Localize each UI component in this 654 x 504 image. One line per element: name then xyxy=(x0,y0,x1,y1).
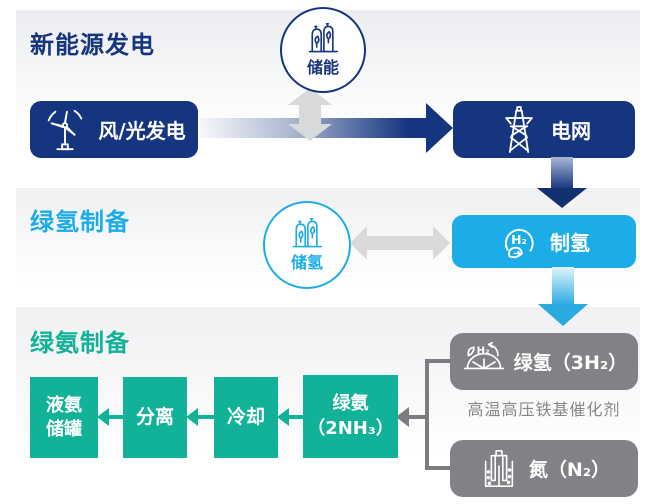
arrow-ammonia-to-cooling-head xyxy=(277,408,289,426)
arrow-storage-shaft xyxy=(299,104,321,125)
arrow-ammonia-to-cooling-shaft xyxy=(289,415,303,419)
arrow-cooling-to-separation-head xyxy=(186,408,198,426)
arrow-separation-to-tank-head xyxy=(97,408,109,426)
node-cooling: 冷却 xyxy=(214,377,278,458)
section-title-green-ammonia: 绿氨制备 xyxy=(30,329,130,357)
arrow-h2storage-shaft xyxy=(366,236,434,250)
h2-icon-label: H₂ xyxy=(476,345,489,356)
section-title-new-energy-power: 新能源发电 xyxy=(30,31,155,59)
energy-storage-label: 储能 xyxy=(306,58,339,77)
green-hydrogen-label: 绿氢（3H₂） xyxy=(513,352,628,374)
node-separation: 分离 xyxy=(123,377,187,458)
node-nitrogen: 氮（N₂） xyxy=(450,440,638,497)
node-hydrogen-storage: 储氢 xyxy=(263,201,351,289)
node-wind-solar-power: 风/光发电 xyxy=(30,101,198,158)
connector-nitrogen-line xyxy=(427,466,450,470)
green-ammonia-label-line2: （2NH₃） xyxy=(307,417,394,439)
wind-turbine-icon xyxy=(42,106,88,154)
node-liquid-ammonia-tank: 液氨 储罐 xyxy=(30,377,98,458)
arrow-wind-to-grid-head xyxy=(426,103,453,153)
section-title-green-hydrogen: 绿氢制备 xyxy=(30,208,130,236)
arrow-separation-to-tank-shaft xyxy=(109,415,123,419)
tank-label-line2: 储罐 xyxy=(46,418,82,440)
arrow-merge-to-ammonia-head xyxy=(396,407,409,427)
node-hydrogen-production: H₂ 制氢 xyxy=(452,215,636,268)
node-green-hydrogen: H₂ 绿氢（3H₂） xyxy=(450,333,638,390)
catalyst-note: 高温高压铁基催化剂 xyxy=(467,400,621,419)
cooling-label: 冷却 xyxy=(226,405,265,428)
h2-cycle-icon: H₂ xyxy=(498,221,540,263)
h2-dome-icon: H₂ xyxy=(461,340,507,384)
hydrogen-storage-label: 储氢 xyxy=(290,253,323,272)
grid-label: 电网 xyxy=(551,119,591,143)
arrow-grid-to-electrolysis-head xyxy=(537,188,587,208)
transmission-tower-icon xyxy=(497,104,541,156)
connector-greenh2-line xyxy=(427,359,450,363)
node-power-grid: 电网 xyxy=(453,101,635,158)
arrow-grid-to-electrolysis-shaft xyxy=(551,157,573,189)
node-energy-storage: 储能 xyxy=(280,7,366,93)
connector-merge-line xyxy=(425,359,429,470)
separation-label: 分离 xyxy=(135,405,174,428)
wind-solar-label: 风/光发电 xyxy=(98,119,186,143)
arrow-h2storage-left xyxy=(350,226,367,260)
arrow-cooling-to-separation-shaft xyxy=(198,415,214,419)
h2-icon-label: H₂ xyxy=(511,231,527,246)
tank-label-line1: 液氨 xyxy=(46,395,82,417)
arrow-electrolysis-to-h2-shaft xyxy=(552,267,574,305)
gas-cylinders-icon xyxy=(289,217,325,251)
arrow-merge-to-ammonia-shaft xyxy=(409,415,427,419)
hydrogen-production-label: 制氢 xyxy=(550,231,590,255)
gas-cylinders-icon xyxy=(305,22,341,56)
arrow-electrolysis-to-h2-head xyxy=(538,304,588,326)
node-green-ammonia: 绿氨 （2NH₃） xyxy=(303,375,398,458)
arrow-h2storage-right xyxy=(433,226,450,260)
nitrogen-label: 氮（N₂） xyxy=(528,459,611,481)
arrow-storage-down xyxy=(288,124,332,141)
green-ammonia-label-line1: 绿氨 xyxy=(332,393,369,415)
electrolyzer-icon xyxy=(478,448,520,490)
